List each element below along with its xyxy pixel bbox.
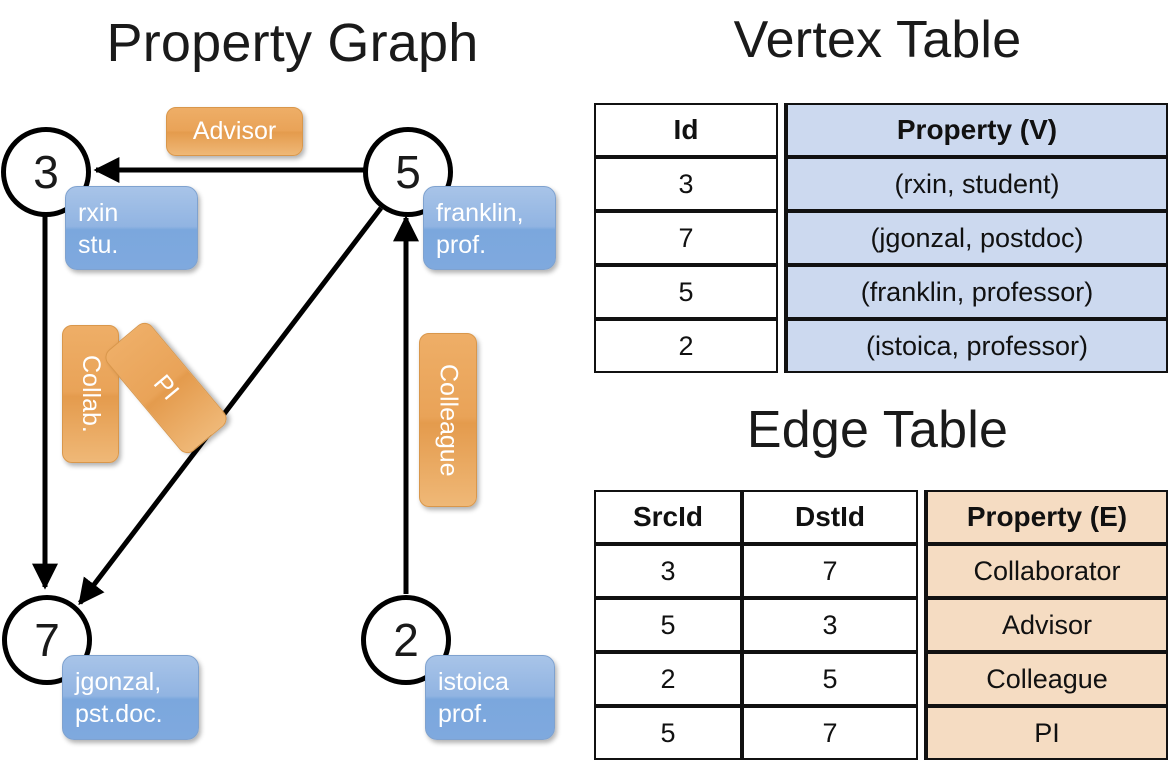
edge-label-advisor-text: Advisor [192,117,277,145]
vertex-row-0-gap [778,157,784,211]
graph-node-3-label: 3 [33,146,59,198]
table-row[interactable]: 2 (istoica, professor) [594,319,1168,373]
vertex-row-3-gap [778,319,784,373]
edge-row-2-property: Colleague [924,652,1168,706]
table-row[interactable]: 5 7 PI [594,706,1168,760]
vertex-row-3-property: (istoica, professor) [784,319,1168,373]
graph-node-7-label: 7 [34,614,60,666]
graph-node-5[interactable]: 5 [363,127,453,217]
vertex-row-3-id: 2 [594,319,778,373]
vertex-row-2-id: 5 [594,265,778,319]
edge-table: SrcId DstId Property (E) 3 7 Collaborato… [594,490,1168,760]
vertex-table-header-id: Id [594,103,778,157]
vertex-property-box-3[interactable]: rxin stu. [65,186,198,270]
vertex-table: Id Property (V) 3 (rxin, student) 7 (jgo… [594,103,1168,373]
vertex-row-1-gap [778,211,784,265]
edge-row-2-src: 2 [594,652,742,706]
vertex-row-0-property: (rxin, student) [784,157,1168,211]
graph-edge-arrows [32,157,419,606]
edge-table-header-srcid: SrcId [594,490,742,544]
page-title-edge-table: Edge Table [746,401,1009,459]
vertex-property-box-3-line2: stu. [78,231,119,259]
edge-label-collab[interactable]: Collab. [62,325,119,463]
table-row[interactable]: 7 (jgonzal, postdoc) [594,211,1168,265]
vertex-row-2-gap [778,265,784,319]
edge-label-advisor[interactable]: Advisor [166,107,303,156]
vertex-property-box-5-line1: franklin, [436,199,524,227]
edge-row-1-property: Advisor [924,598,1168,652]
edge-table-column-gap [918,490,924,544]
vertex-property-box-3-line1: rxin [78,199,119,227]
vertex-row-1-property: (jgonzal, postdoc) [784,211,1168,265]
table-row[interactable]: 3 (rxin, student) [594,157,1168,211]
edge-row-1-dst: 3 [742,598,918,652]
edge-row-0-dst: 7 [742,544,918,598]
edge-row-3-dst: 7 [742,706,918,760]
table-row[interactable]: 5 (franklin, professor) [594,265,1168,319]
vertex-property-box-7-line2: pst.doc. [75,700,163,728]
table-row[interactable]: 3 7 Collaborator [594,544,1168,598]
vertex-property-box-7[interactable]: jgonzal, pst.doc. [62,655,199,740]
edge-arrow-5-to-7 [78,206,383,606]
edge-row-2-gap [918,652,924,706]
edge-row-3-src: 5 [594,706,742,760]
graph-node-2[interactable]: 2 [361,595,451,685]
vertex-row-2-property: (franklin, professor) [784,265,1168,319]
vertex-property-box-2-line1: istoica [438,668,509,696]
edge-label-collab-text: Collab. [77,355,105,433]
vertex-property-box-5-line2: prof. [436,231,487,259]
edge-row-0-property: Collaborator [924,544,1168,598]
vertex-table-header-row: Id Property (V) [594,103,1168,157]
vertex-property-box-2-line2: prof. [438,700,489,728]
edge-label-colleague[interactable]: Colleague [419,333,477,507]
edge-row-3-property: PI [924,706,1168,760]
table-row[interactable]: 5 3 Advisor [594,598,1168,652]
edge-table-header-row: SrcId DstId Property (E) [594,490,1168,544]
table-row[interactable]: 2 5 Colleague [594,652,1168,706]
edge-table-header-dstid: DstId [742,490,918,544]
vertex-property-box-7-line1: jgonzal, [75,668,162,696]
graph-node-5-label: 5 [395,146,421,198]
edge-label-pi-text: PI [148,369,185,406]
graph-node-2-label: 2 [393,614,419,666]
vertex-property-box-2[interactable]: istoica prof. [425,655,555,740]
edge-label-colleague-text: Colleague [434,363,463,477]
page-title-property-graph: Property Graph [106,13,479,73]
edge-row-2-dst: 5 [742,652,918,706]
vertex-row-0-id: 3 [594,157,778,211]
vertex-property-box-5[interactable]: franklin, prof. [423,186,556,270]
edge-row-3-gap [918,706,924,760]
edge-row-0-src: 3 [594,544,742,598]
vertex-table-column-gap [778,103,784,157]
edge-row-1-gap [918,598,924,652]
vertex-table-header-property: Property (V) [784,103,1168,157]
vertex-row-1-id: 7 [594,211,778,265]
edge-row-0-gap [918,544,924,598]
property-graph-diagram: 3 5 7 2 rxin stu. franklin, prof. jgonza… [1,107,556,740]
edge-table-header-property: Property (E) [924,490,1168,544]
page-title-vertex-table: Vertex Table [733,11,1022,69]
edge-row-1-src: 5 [594,598,742,652]
